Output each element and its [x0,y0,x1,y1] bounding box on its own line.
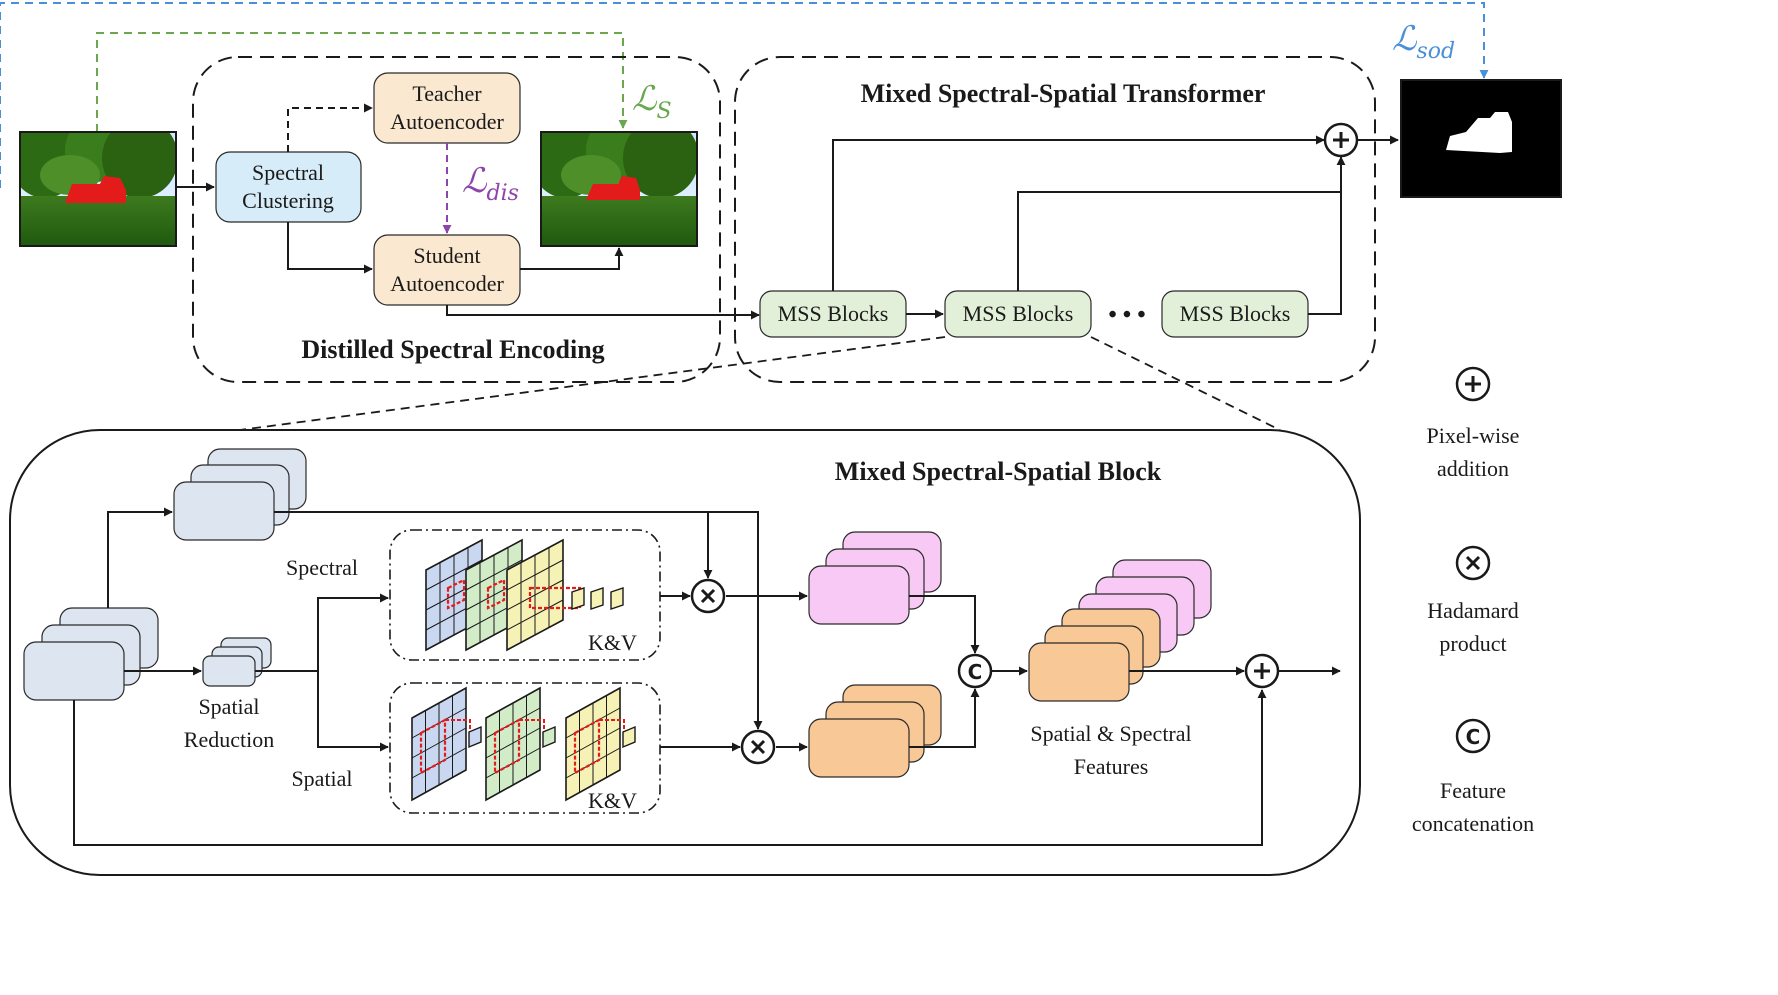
legend-hadamard-line1: Hadamard [1427,598,1519,623]
spectral-branch-label: Spectral [286,555,358,580]
legend-concat-icon: C [1455,718,1491,754]
mss-block-2-label: MSS Blocks [963,301,1074,326]
spatial-reduction-line1: Spatial [198,694,259,719]
spatial-attention-grids [411,686,636,802]
legend-addition-icon [1455,366,1491,402]
spectral-kv-label: K&V [588,630,637,655]
student-line1: Student [413,243,480,268]
mssb-region [9,429,1361,876]
mss-block-n-label: MSS Blocks [1180,301,1291,326]
spectral-clustering-line2: Clustering [242,188,334,213]
concatenation-operator: C [957,653,993,689]
sod-loss-label: ℒsod [1392,19,1455,64]
svg-text:C: C [1466,725,1481,749]
dse-region [192,56,721,383]
msst-region [734,56,1376,383]
residual-feature-stack [173,448,307,541]
block-sum-operator [1244,653,1280,689]
svg-text:C: C [968,660,983,684]
teacher-line1: Teacher [412,81,482,106]
spatial-kv-label: K&V [588,788,637,813]
transformer-sum-operator [1323,122,1359,158]
dis-loss-label: ℒdis [462,161,519,206]
mssb-title: Mixed Spectral-Spatial Block [835,457,1162,486]
reconstructed-image [541,132,697,246]
legend-hadamard-icon [1455,545,1491,581]
msst-title: Mixed Spectral-Spatial Transformer [861,79,1266,108]
spectral-clustering-line1: Spectral [252,160,324,185]
spectral-hadamard-operator [690,578,726,614]
legend-addition-line2: addition [1437,456,1509,481]
input-feature-stack [23,607,159,701]
student-line2: Autoencoder [390,271,504,296]
input-image [20,132,176,246]
features-line2: Features [1074,754,1149,779]
spatial-output-stack [808,684,942,778]
mss-block-1-label: MSS Blocks [778,301,889,326]
spatial-reduction-line2: Reduction [184,727,274,752]
dse-title: Distilled Spectral Encoding [301,335,604,364]
spectral-attention-grids [425,538,624,652]
reduced-feature-stack [202,637,272,687]
saliency-mask-output [1400,79,1562,198]
spectral-output-stack [808,531,942,625]
teacher-line2: Autoencoder [390,109,504,134]
combined-feature-stack [1028,559,1212,702]
legend-concat-line2: concatenation [1412,811,1534,836]
legend-concat-line1: Feature [1440,778,1506,803]
mss-ellipsis: • • • [1108,302,1145,328]
legend: Pixel-wise addition Hadamard product C F… [1412,366,1534,836]
sod-loss-path [0,2,1489,188]
legend-hadamard-line2: product [1439,631,1506,656]
features-line1: Spatial & Spectral [1030,721,1191,746]
s-loss-label: ℒS [632,79,672,124]
spatial-hadamard-operator [740,729,776,765]
legend-addition-line1: Pixel-wise [1427,423,1520,448]
spatial-branch-label: Spatial [291,766,352,791]
architecture-diagram: ℒsod ℒS ℒdis Distilled Spectral Encoding… [0,2,1562,876]
s-loss-path [96,32,628,132]
